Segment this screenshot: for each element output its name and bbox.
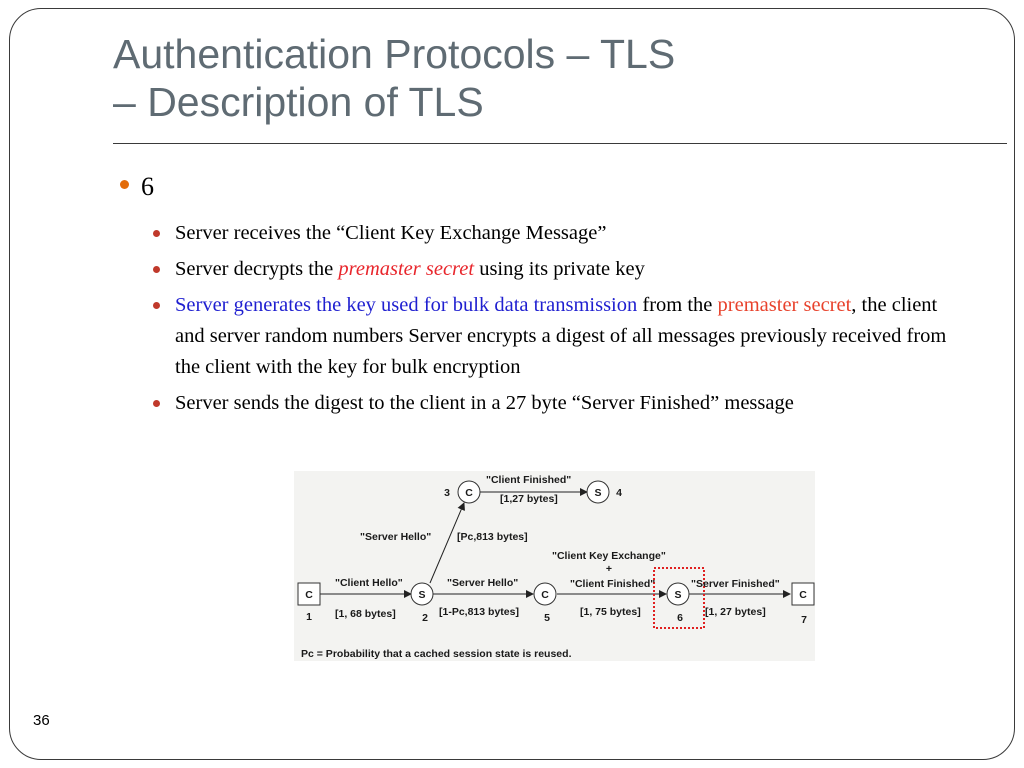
- sub-bullet-3-blue: Server generates the key used for bulk d…: [175, 294, 638, 316]
- tls-flow-diagram: C 1 S 2 C 3 S 4 C 5 S 6 C 7 "Client Hell…: [294, 471, 815, 661]
- bullet-dot-icon: [120, 179, 129, 189]
- label-cke-plus: +: [606, 563, 612, 575]
- sub-bullet-list: Server receives the “Client Key Exchange…: [150, 218, 950, 424]
- node-c1-label: C: [305, 589, 313, 601]
- node-s4: [586, 480, 610, 504]
- main-bullet: 6: [120, 172, 154, 202]
- main-bullet-text: 6: [141, 172, 154, 201]
- title-line-1: Authentication Protocols – TLS: [113, 31, 676, 77]
- node-c1-num: 1: [306, 611, 312, 623]
- sub-bullet-3-post: , the client and server random numbers S…: [175, 294, 947, 378]
- node-c5-num: 5: [544, 612, 550, 624]
- sub-bullet-2-pre: Server decrypts the: [175, 258, 339, 280]
- node-s4-label: S: [594, 487, 601, 499]
- label-cke-line2: "Client Finished": [570, 578, 655, 590]
- sub-bullet-3-red: premaster secret: [717, 294, 852, 316]
- node-c3-num: 3: [444, 487, 450, 499]
- bullet-dot-icon: [153, 266, 160, 273]
- tls-flow-svg: C 1 S 2 C 3 S 4 C 5 S 6 C 7 "Client Hell…: [297, 474, 815, 660]
- diagram-footnote: Pc = Probability that a cached session s…: [301, 648, 572, 660]
- node-s2: [410, 582, 434, 606]
- sub-bullet-2: Server decrypts the premaster secret usi…: [150, 254, 950, 285]
- node-c1: [297, 582, 321, 606]
- label-client-finished-top: "Client Finished": [486, 474, 571, 486]
- sub-bullet-3: Server generates the key used for bulk d…: [150, 290, 950, 383]
- label-cke-line1: "Client Key Exchange": [552, 550, 666, 562]
- sub-bullet-1-text: Server receives the “Client Key Exchange…: [175, 222, 607, 244]
- label-client-finished-top-bytes: [1,27 bytes]: [500, 493, 558, 505]
- slide-title: Authentication Protocols – TLS – Descrip…: [113, 30, 913, 126]
- node-s6: [666, 582, 690, 606]
- slide-frame: [9, 8, 1015, 760]
- node-s6-label: S: [674, 589, 681, 601]
- edge-server-hello-up: [429, 502, 465, 584]
- title-underline: [113, 143, 1007, 144]
- node-c7-label: C: [799, 589, 807, 601]
- node-c3-label: C: [465, 487, 473, 499]
- node-s2-label: S: [418, 589, 425, 601]
- bullet-dot-icon: [153, 302, 160, 309]
- label-server-hello: "Server Hello": [447, 577, 518, 589]
- node-c3: [457, 480, 481, 504]
- sub-bullet-2-post: using its private key: [474, 258, 645, 280]
- label-server-hello-up: "Server Hello": [360, 531, 431, 543]
- bullet-dot-icon: [153, 230, 160, 237]
- node-s2-num: 2: [422, 612, 428, 624]
- node-c7-num: 7: [801, 614, 807, 626]
- sub-bullet-4-text: Server sends the digest to the client in…: [175, 392, 794, 414]
- node-s4-num: 4: [616, 487, 622, 499]
- label-server-finished: "Server Finished": [691, 578, 780, 590]
- node-c7: [791, 582, 815, 606]
- highlight-box: [653, 567, 705, 629]
- title-line-2: – Description of TLS: [113, 79, 484, 125]
- page-number: 36: [33, 712, 50, 729]
- node-c5: [533, 582, 557, 606]
- label-client-hello-bytes: [1, 68 bytes]: [335, 608, 396, 620]
- sub-bullet-4: Server sends the digest to the client in…: [150, 388, 950, 419]
- node-c5-label: C: [541, 589, 549, 601]
- node-s6-num: 6: [677, 612, 683, 624]
- sub-bullet-3-mid: from the: [637, 294, 718, 316]
- sub-bullet-2-emphasis: premaster secret: [338, 258, 475, 280]
- bullet-dot-icon: [153, 400, 160, 407]
- label-server-hello-up-bytes: [Pc,813 bytes]: [457, 531, 528, 543]
- sub-bullet-1: Server receives the “Client Key Exchange…: [150, 218, 950, 249]
- label-server-hello-bytes: [1-Pc,813 bytes]: [439, 606, 519, 618]
- label-client-hello: "Client Hello": [335, 577, 403, 589]
- label-server-finished-bytes: [1, 27 bytes]: [705, 606, 766, 618]
- label-cke-bytes: [1, 75 bytes]: [580, 606, 641, 618]
